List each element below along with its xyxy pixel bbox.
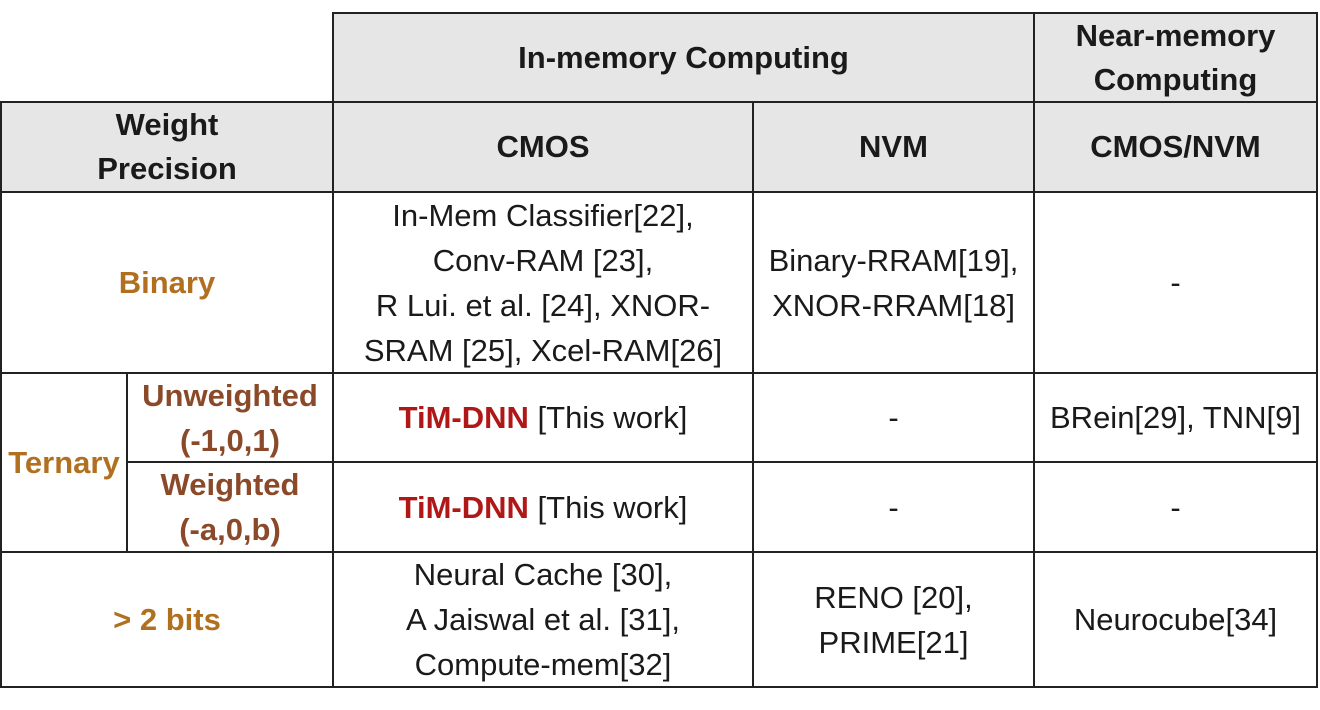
header-weight-line1: Weight xyxy=(115,107,219,142)
unweighted-cmos-text: TiM-DNN [This work] xyxy=(399,395,688,440)
weighted-cmos-text: TiM-DNN [This work] xyxy=(399,485,688,530)
this-work-label: [This work] xyxy=(528,400,688,435)
border-v-near xyxy=(1033,12,1035,688)
unweighted-line1: Unweighted xyxy=(142,377,318,413)
header-cmos-label: CMOS xyxy=(496,129,590,164)
header-weight-line2: Precision xyxy=(97,151,237,186)
border-v-right xyxy=(1316,12,1318,688)
header-near-memory-line2: Computing xyxy=(1093,61,1258,97)
row-unweighted-cmos: TiM-DNN [This work] xyxy=(333,373,753,462)
multibit-cmos-line: Compute-mem[32] xyxy=(414,647,672,682)
unweighted-line2: (-1,0,1) xyxy=(180,422,280,458)
row-unweighted-nvm: - xyxy=(753,373,1034,462)
weighted-cmosnvm-value: - xyxy=(1170,489,1181,525)
multibit-cmosnvm-value: Neurocube[34] xyxy=(1073,602,1278,637)
row-multibit-cmosnvm: Neurocube[34] xyxy=(1034,552,1317,687)
binary-nvm-line: XNOR-RRAM[18] xyxy=(772,287,1015,323)
border-h-weighted xyxy=(126,461,1318,463)
binary-cmos-line: SRAM [25], Xcel-RAM[26] xyxy=(363,332,723,368)
row-binary-cmosnvm: - xyxy=(1034,192,1317,373)
header-cmos: CMOS xyxy=(333,102,753,192)
header-cmos-nvm-label: CMOS/NVM xyxy=(1090,129,1261,164)
row-unweighted-cmosnvm: BRein[29], TNN[9] xyxy=(1034,373,1317,462)
binary-label: Binary xyxy=(118,265,216,300)
border-v-cmos xyxy=(332,12,334,688)
border-h-bottom xyxy=(0,686,1318,688)
binary-cmos-line: Conv-RAM [23], xyxy=(432,242,654,278)
multibit-label: > 2 bits xyxy=(113,602,221,637)
header-near-memory-line1: Near-memory xyxy=(1075,17,1276,53)
row-binary-cmos: In-Mem Classifier[22], Conv-RAM [23], R … xyxy=(333,192,753,373)
row-weighted-label: Weighted (-a,0,b) xyxy=(127,462,333,552)
border-v-nvm xyxy=(752,101,754,688)
weighted-nvm-value: - xyxy=(888,489,899,525)
border-h-binary xyxy=(0,191,1318,193)
header-cmos-nvm: CMOS/NVM xyxy=(1034,102,1317,192)
border-v-left xyxy=(0,101,2,688)
row-binary-label: Binary xyxy=(1,192,333,373)
border-h-header2 xyxy=(0,101,1318,103)
border-h-top xyxy=(332,12,1318,14)
timdnn-label: TiM-DNN xyxy=(398,489,529,525)
multibit-cmos-line: Neural Cache [30], xyxy=(413,557,673,592)
row-weighted-cmos: TiM-DNN [This work] xyxy=(333,462,753,552)
header-weight-precision: Weight Precision xyxy=(1,102,333,192)
weighted-line1: Weighted xyxy=(160,467,300,502)
multibit-nvm-line: RENO [20], xyxy=(814,579,973,615)
border-h-multibit xyxy=(0,551,1318,553)
multibit-cmos-line: A Jaiswal et al. [31], xyxy=(406,602,680,637)
row-ternary-label: Ternary xyxy=(1,373,127,552)
border-h-ternary xyxy=(0,372,1318,374)
unweighted-cmosnvm-value: BRein[29], TNN[9] xyxy=(1050,400,1301,435)
header-near-memory: Near-memory Computing xyxy=(1034,13,1317,102)
binary-cmosnvm-value: - xyxy=(1170,265,1181,300)
row-multibit-cmos: Neural Cache [30], A Jaiswal et al. [31]… xyxy=(333,552,753,687)
row-unweighted-label: Unweighted (-1,0,1) xyxy=(127,373,333,462)
weighted-line2: (-a,0,b) xyxy=(179,512,281,547)
binary-nvm-line: Binary-RRAM[19], xyxy=(768,242,1019,278)
row-multibit-nvm: RENO [20], PRIME[21] xyxy=(753,552,1034,687)
multibit-nvm-line: PRIME[21] xyxy=(818,624,969,660)
unweighted-nvm-value: - xyxy=(888,400,899,435)
row-multibit-label: > 2 bits xyxy=(1,552,333,687)
row-binary-nvm: Binary-RRAM[19], XNOR-RRAM[18] xyxy=(753,192,1034,373)
ternary-label: Ternary xyxy=(8,445,120,480)
timdnn-label: TiM-DNN xyxy=(398,400,529,435)
this-work-label: [This work] xyxy=(528,489,688,525)
binary-cmos-line: R Lui. et al. [24], XNOR- xyxy=(375,287,711,323)
binary-cmos-line: In-Mem Classifier[22], xyxy=(392,197,694,233)
header-nvm: NVM xyxy=(753,102,1034,192)
border-v-ternary xyxy=(126,372,128,553)
header-nvm-label: NVM xyxy=(859,129,928,164)
row-weighted-cmosnvm: - xyxy=(1034,462,1317,552)
header-in-memory: In-memory Computing xyxy=(333,13,1034,102)
header-in-memory-label: In-memory Computing xyxy=(518,39,849,75)
row-weighted-nvm: - xyxy=(753,462,1034,552)
